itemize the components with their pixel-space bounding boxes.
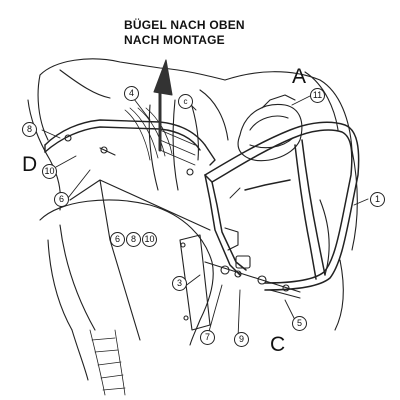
view-label-d: D <box>22 153 38 176</box>
heading-line-1: BÜGEL NACH OBEN <box>124 18 245 32</box>
motorcycle-outline <box>27 58 358 331</box>
front-fender <box>39 179 214 381</box>
up-arrow <box>153 59 173 152</box>
part-number-1: 1 <box>370 192 385 207</box>
part-number-10-mid: 10 <box>142 232 157 247</box>
part-number-c-small: c <box>178 94 193 109</box>
leader-lines <box>41 95 369 339</box>
part-number-10-left: 10 <box>42 164 57 179</box>
part-number-5: 5 <box>292 316 307 331</box>
part-number-4: 4 <box>124 86 139 101</box>
part-number-6-left: 6 <box>54 192 69 207</box>
part-number-3: 3 <box>172 276 187 291</box>
left-crash-bar <box>44 119 216 166</box>
right-crash-bar <box>204 121 360 291</box>
part-number-8-mid: 8 <box>126 232 141 247</box>
part-number-9: 9 <box>234 332 249 347</box>
mounting-hardware <box>64 134 301 299</box>
part-number-7: 7 <box>200 330 215 345</box>
view-label-a: A <box>292 65 307 88</box>
part-number-11: 11 <box>310 88 325 103</box>
part-number-8-left: 8 <box>22 122 37 137</box>
view-label-c: C <box>270 333 286 356</box>
front-tyre <box>89 329 126 396</box>
part-number-6-mid: 6 <box>110 232 125 247</box>
heading-line-2: NACH MONTAGE <box>124 33 225 47</box>
